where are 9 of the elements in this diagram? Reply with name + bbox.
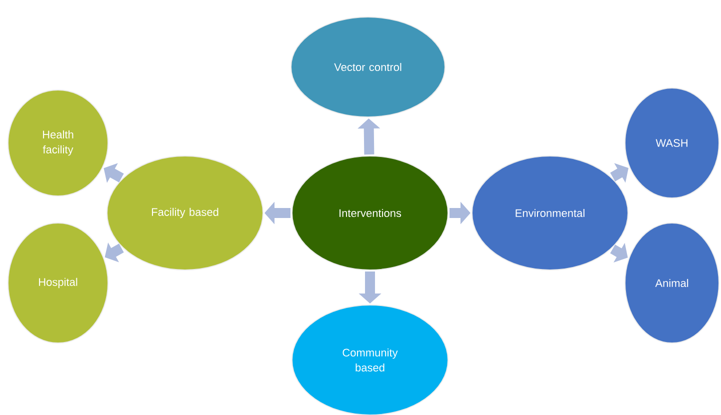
ellipse-node: Community based: [292, 304, 448, 415]
ellipse-node: Health facility: [8, 90, 108, 196]
ellipse-node: Environmental: [472, 156, 628, 270]
ellipse-node: Interventions: [292, 156, 448, 270]
ellipse-node: Facility based: [106, 156, 264, 270]
ellipse-node: Vector control: [290, 16, 446, 118]
ellipse-node: Hospital: [8, 222, 108, 344]
ellipse-node: WASH: [624, 88, 720, 198]
ellipse-node: Animal: [624, 222, 720, 344]
